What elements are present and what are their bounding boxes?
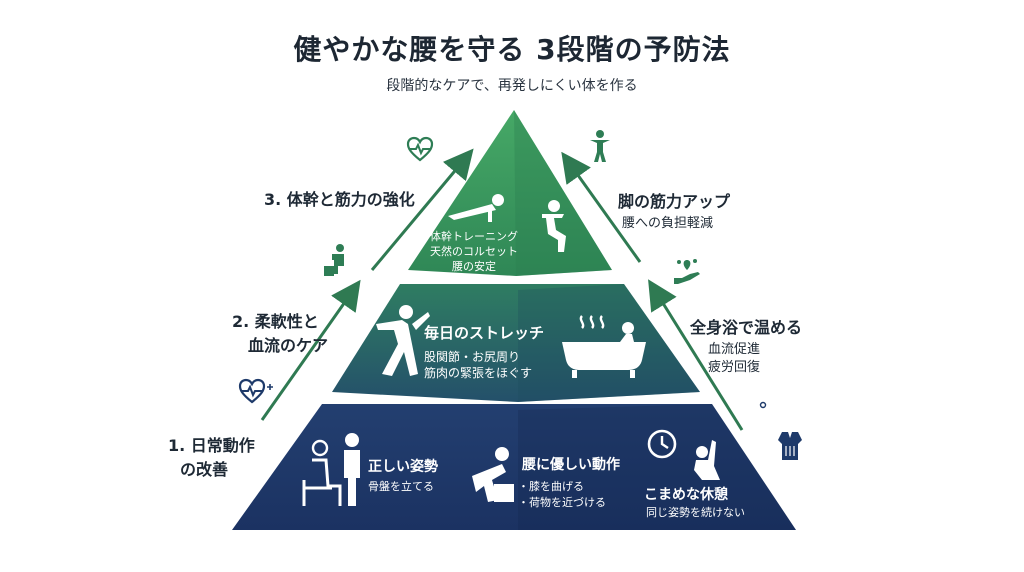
right-arrow-bottom bbox=[648, 279, 744, 431]
gentle-motion-line-1: ・膝を曲げる bbox=[518, 480, 584, 493]
core-training-line-2: 天然のコルセット bbox=[430, 245, 518, 258]
pyramid-middle-tier bbox=[332, 284, 700, 402]
posture-title: 正しい姿勢 bbox=[368, 459, 438, 475]
right-arrow-top bbox=[561, 151, 642, 263]
left-arrow-top bbox=[370, 148, 474, 271]
pyramid-bottom-tier bbox=[232, 404, 796, 530]
squat-exercise-icon bbox=[542, 200, 566, 252]
clock-icon bbox=[647, 429, 677, 459]
leg-strength-subtitle: 腰への負担軽減 bbox=[622, 216, 714, 231]
stretch-exercise-icon bbox=[376, 305, 430, 376]
level-2-label-line-1: 2. 柔軟性と bbox=[232, 312, 319, 331]
pyramid-bottom-tier-right-face bbox=[518, 404, 796, 530]
gentle-motion-title: 腰に優しい動作 bbox=[522, 457, 620, 473]
daily-stretch-line-1: 股関節・お尻周り bbox=[424, 350, 521, 364]
leg-strength-title: 脚の筋力アップ bbox=[618, 192, 731, 211]
page-subtitle: 段階的なケアで、再発しにくい体を作る bbox=[386, 78, 638, 94]
frequent-rest-title: こまめな休憩 bbox=[644, 487, 728, 503]
level-3-label: 3. 体幹と筋力の強化 bbox=[264, 190, 415, 209]
heart-rate-icon bbox=[238, 378, 273, 404]
frequent-rest-subtitle: 同じ姿勢を続けない bbox=[646, 506, 745, 519]
left-arrow-bottom bbox=[260, 279, 361, 421]
daily-stretch-title: 毎日のストレッチ bbox=[424, 324, 545, 342]
gentle-motion-line-2: ・荷物を近づける bbox=[518, 496, 606, 509]
level-1-label-line-2: の改善 bbox=[180, 460, 229, 479]
bathtub-icon bbox=[562, 315, 646, 378]
standing-posture-icon bbox=[344, 433, 360, 506]
pyramid-top-tier-right-face bbox=[514, 110, 612, 276]
daily-stretch-line-2: 筋肉の緊張をほぐす bbox=[424, 366, 533, 380]
core-training-line-3: 腰の安定 bbox=[452, 260, 496, 273]
full-bath-sub-1: 血流促進 bbox=[708, 342, 761, 357]
resting-stretch-icon bbox=[694, 440, 720, 480]
level-2-label-line-2: 血流のケア bbox=[248, 336, 329, 355]
sparkle-icon bbox=[759, 401, 767, 409]
heart-pulse-icon bbox=[406, 136, 434, 162]
full-bath-title: 全身浴で温める bbox=[690, 318, 803, 337]
sitting-posture-icon bbox=[302, 439, 342, 506]
plank-exercise-icon bbox=[448, 194, 504, 222]
level-1-label-line-1: 1. 日常動作 bbox=[168, 436, 255, 455]
full-bath-sub-2: 疲労回復 bbox=[708, 360, 761, 375]
core-training-line-1: 体幹トレーニング bbox=[430, 230, 518, 243]
hand-care-icon bbox=[674, 259, 700, 284]
lifting-box-icon bbox=[472, 447, 514, 502]
fitness-person-icon bbox=[590, 130, 610, 162]
exercise-person-icon bbox=[324, 244, 344, 276]
page-title: 健やかな腰を守る 3段階の予防法 bbox=[293, 33, 731, 66]
back-brace-icon bbox=[778, 432, 802, 460]
posture-subtitle: 骨盤を立てる bbox=[368, 480, 434, 493]
